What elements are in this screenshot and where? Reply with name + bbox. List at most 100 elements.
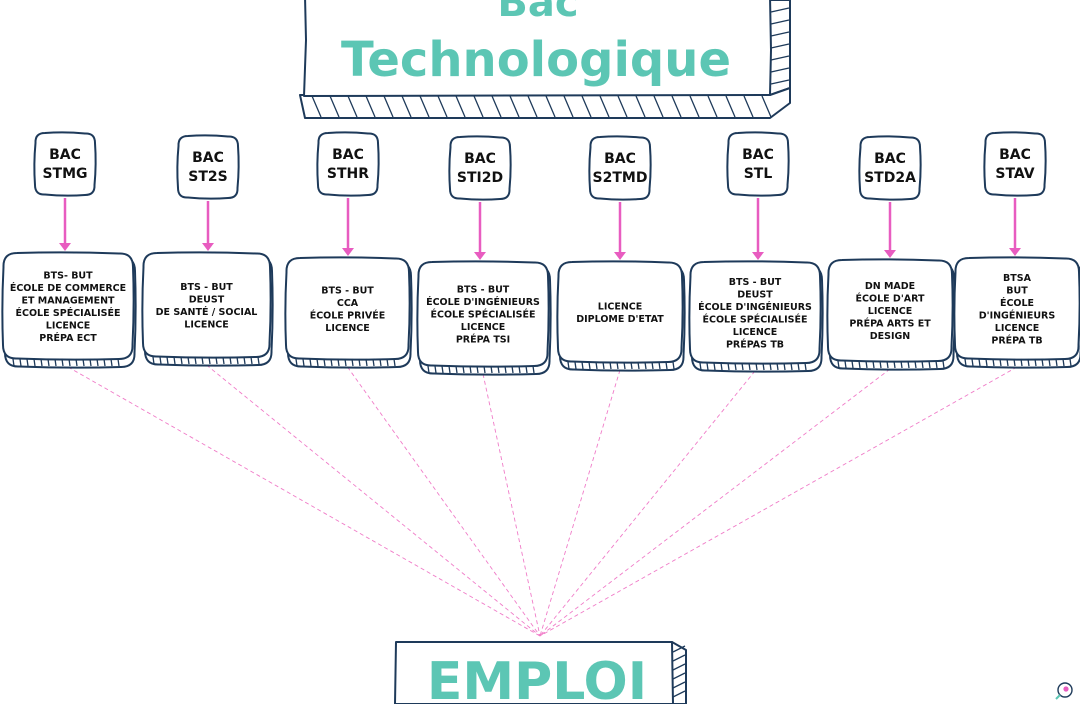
outcome-line: PRÉPA TB — [991, 334, 1042, 346]
outcome-box-ridge — [574, 361, 577, 370]
outcome-box — [141, 251, 272, 359]
outcome-box-ridge — [152, 356, 155, 365]
outcome-box-ridge — [462, 365, 465, 374]
outcome-box-ridge — [194, 356, 197, 365]
outcome-line: DIPLOME D'ETAT — [576, 314, 664, 325]
outcome-box-ridge — [476, 365, 479, 374]
outcome-box-ridge — [497, 365, 500, 374]
title-line-2: Technologique — [341, 32, 731, 88]
bac-label-line: BAC — [332, 147, 364, 163]
hatch-stroke — [509, 95, 520, 118]
connector-line — [482, 373, 541, 637]
outcome-box-ridge — [525, 365, 528, 374]
outcome-box-ridge — [187, 356, 190, 365]
hatch-stroke — [347, 95, 358, 118]
outcome-box-ridge — [75, 358, 78, 367]
hatch-stroke — [770, 55, 790, 61]
outcome-box-ridge — [173, 356, 176, 365]
outcome-box-ridge — [1069, 358, 1072, 367]
hatch-stroke — [365, 95, 376, 118]
bac-label-line: STAV — [995, 166, 1034, 182]
outcome-line: LICENCE — [325, 323, 369, 334]
outcome-box-ridge — [103, 358, 106, 367]
outcome-line: BTS - BUT — [180, 282, 233, 293]
outcome-box-ridge — [337, 358, 340, 367]
hatch-stroke — [473, 95, 484, 118]
outcome-box-ridge — [651, 361, 654, 370]
bac-box — [33, 131, 97, 197]
hatch-stroke — [635, 95, 646, 118]
arrow-head-icon — [752, 252, 764, 260]
outcome-box-ridge — [351, 358, 354, 367]
outcome-box — [1, 251, 135, 361]
outcome-box-ridge — [699, 362, 702, 371]
hatch-stroke — [527, 95, 538, 118]
hatch-stroke — [672, 672, 686, 680]
outcome-box-ridge — [964, 358, 967, 367]
outcome-box-ridge — [532, 365, 535, 374]
outcome-box-ridge — [47, 358, 50, 367]
outcome-box — [688, 260, 822, 365]
outcome-line: DEUST — [189, 294, 225, 305]
bac-box — [448, 135, 512, 201]
outcome-box-ridge — [755, 362, 758, 371]
outcome-box-ridge — [844, 360, 847, 369]
outcome-box-ridge — [54, 358, 57, 367]
outcome-line: BTS- BUT — [43, 270, 93, 281]
outcome-box-ridge — [665, 361, 668, 370]
outcome-box-ridge — [393, 358, 396, 367]
hatch-stroke — [329, 95, 340, 118]
outcome-box-ridge — [776, 362, 779, 371]
outcome-line: ÉCOLE D'ART — [856, 293, 925, 305]
outcome-box-ridge — [455, 365, 458, 374]
outcome-box-ridge — [865, 360, 868, 369]
hatch-stroke — [401, 95, 412, 118]
outcome-line: ÉCOLE DE COMMERCE — [10, 282, 126, 294]
hatch-stroke — [311, 95, 322, 118]
hatch-stroke — [761, 95, 772, 118]
emploi-box-face — [394, 641, 674, 704]
outcome-box-ridge — [879, 360, 882, 369]
outcome-box-ridge — [992, 358, 995, 367]
bac-label-line: STHR — [327, 166, 369, 182]
outcome-box-ridge — [201, 356, 204, 365]
hatch-stroke — [770, 31, 790, 37]
hatch-stroke — [419, 95, 430, 118]
arrow-head-icon — [1009, 248, 1021, 256]
outcome-box-ridge — [490, 365, 493, 374]
hatch-stroke — [770, 19, 790, 25]
outcome-box-ridge — [1041, 358, 1044, 367]
outcome-box-ridge — [483, 365, 486, 374]
outcome-box-ridge — [706, 362, 709, 371]
outcome-line: LICENCE — [995, 323, 1039, 334]
outcome-box — [556, 260, 684, 364]
outcome-line: DESIGN — [870, 331, 911, 342]
outcome-box-ridge — [935, 360, 938, 369]
outcome-line: LICENCE — [461, 322, 505, 333]
outcome-box — [826, 258, 954, 363]
outcome-box-ridge — [985, 358, 988, 367]
outcome-box-ridge — [302, 358, 305, 367]
hatch-stroke — [689, 95, 700, 118]
hatch-stroke — [770, 79, 790, 85]
hatch-stroke — [770, 67, 790, 73]
outcome-box-ridge — [33, 358, 36, 367]
outcome-box-ridge — [658, 361, 661, 370]
outcome-box-ridge — [448, 365, 451, 374]
outcome-box-ridge — [1013, 358, 1016, 367]
outcome-box-ridge — [727, 362, 730, 371]
outcome-box-ridge — [309, 358, 312, 367]
outcome-box-ridge — [159, 356, 162, 365]
outcome-box-ridge — [12, 358, 15, 367]
outcome-box-ridge — [942, 360, 945, 369]
title-banner-face — [303, 0, 772, 97]
bac-box — [726, 131, 790, 197]
emploi-label: EMPLOI — [427, 652, 647, 704]
outcome-box-ridge — [907, 360, 910, 369]
outcome-line: D'INGÉNIEURS — [979, 309, 1056, 321]
outcome-box-ridge — [837, 360, 840, 369]
bac-box — [176, 134, 240, 200]
connector-line — [206, 364, 541, 637]
